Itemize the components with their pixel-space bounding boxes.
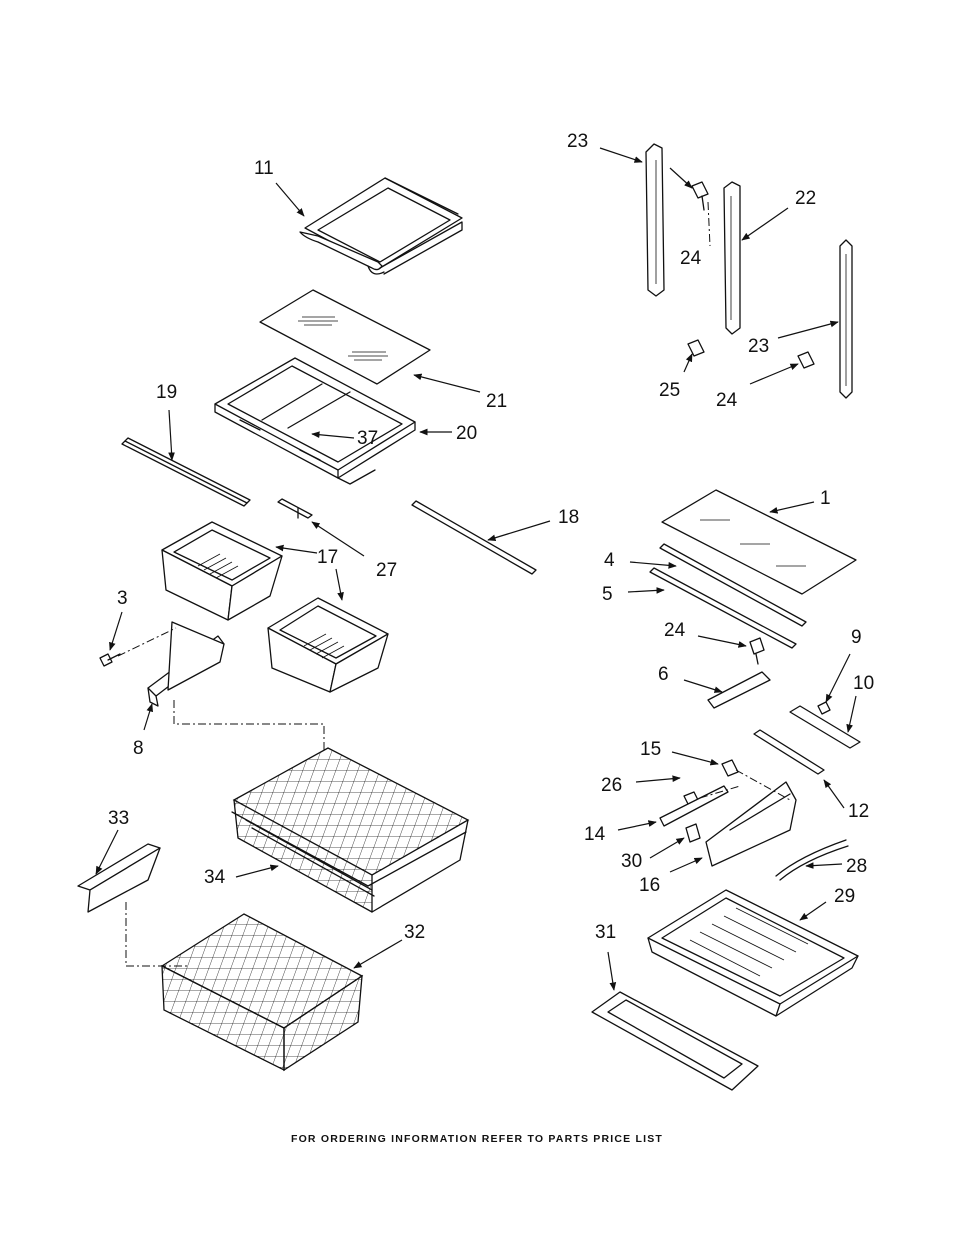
part-24-screw-rail-upper <box>692 182 708 210</box>
callout-1: 1 <box>820 488 831 509</box>
ordering-note: FOR ORDERING INFORMATION REFER TO PARTS … <box>0 1133 954 1145</box>
callout-8: 8 <box>133 738 144 759</box>
callout-18: 18 <box>558 507 579 528</box>
callout-23-lower: 23 <box>748 336 769 357</box>
callout-17: 17 <box>317 547 338 568</box>
part-31-handle-trim <box>592 992 758 1090</box>
part-28-wire-handle <box>776 840 848 880</box>
callout-32: 32 <box>404 922 425 943</box>
part-12-slide-rail <box>754 730 824 774</box>
part-19-trim-strip <box>122 438 250 506</box>
part-17-crisper-drawer-upper <box>162 522 282 620</box>
part-24-screw-bracket <box>750 638 764 664</box>
callout-4: 4 <box>604 550 615 571</box>
part-3-screw <box>100 654 120 666</box>
callout-21: 21 <box>486 391 507 412</box>
part-11-shelf-frame <box>300 178 462 274</box>
callout-22: 22 <box>795 188 816 209</box>
part-29-tray <box>648 890 858 1016</box>
callout-24-lower: 24 <box>716 390 738 411</box>
part-27-clip <box>278 499 312 518</box>
callout-5: 5 <box>602 584 613 605</box>
callout-3: 3 <box>117 588 128 609</box>
callout-10: 10 <box>853 673 874 694</box>
part-23-rail-left <box>646 144 664 296</box>
callout-9: 9 <box>851 627 862 648</box>
callout-37: 37 <box>357 428 378 449</box>
part-8-drawer-slide <box>148 622 224 706</box>
callout-28: 28 <box>846 856 867 877</box>
callout-33: 33 <box>108 808 129 829</box>
callout-12: 12 <box>848 801 869 822</box>
callout-31: 31 <box>595 922 616 943</box>
callout-23-upper: 23 <box>567 131 588 152</box>
callout-15: 15 <box>640 739 661 760</box>
callout-16: 16 <box>639 875 660 896</box>
callout-19: 19 <box>156 382 177 403</box>
part-22-rail-center <box>724 182 740 334</box>
callout-25: 25 <box>659 380 680 401</box>
callout-14: 14 <box>584 824 606 845</box>
part-17-crisper-drawer-lower <box>268 598 388 692</box>
part-9-clip <box>818 702 830 714</box>
callout-6: 6 <box>658 664 669 685</box>
part-23-rail-right <box>840 240 852 398</box>
part-33-basket-divider <box>78 844 160 912</box>
callout-24-bracket: 24 <box>664 620 686 641</box>
part-30-clip <box>686 824 700 842</box>
callout-27: 27 <box>376 560 397 581</box>
part-24-screw-rail-lower <box>798 352 814 368</box>
part-18-trim-rod <box>412 501 536 574</box>
callout-26: 26 <box>601 775 622 796</box>
part-32-wire-basket-lower <box>162 914 362 1070</box>
callout-34: 34 <box>204 867 226 888</box>
callout-11: 11 <box>254 158 274 179</box>
callout-29: 29 <box>834 886 855 907</box>
callout-30: 30 <box>621 851 642 872</box>
callout-24-upper: 24 <box>680 248 702 269</box>
part-15-screw <box>722 760 738 776</box>
callout-20: 20 <box>456 423 477 444</box>
part-34-wire-basket-upper <box>232 748 468 912</box>
part-25-screw <box>688 340 704 356</box>
